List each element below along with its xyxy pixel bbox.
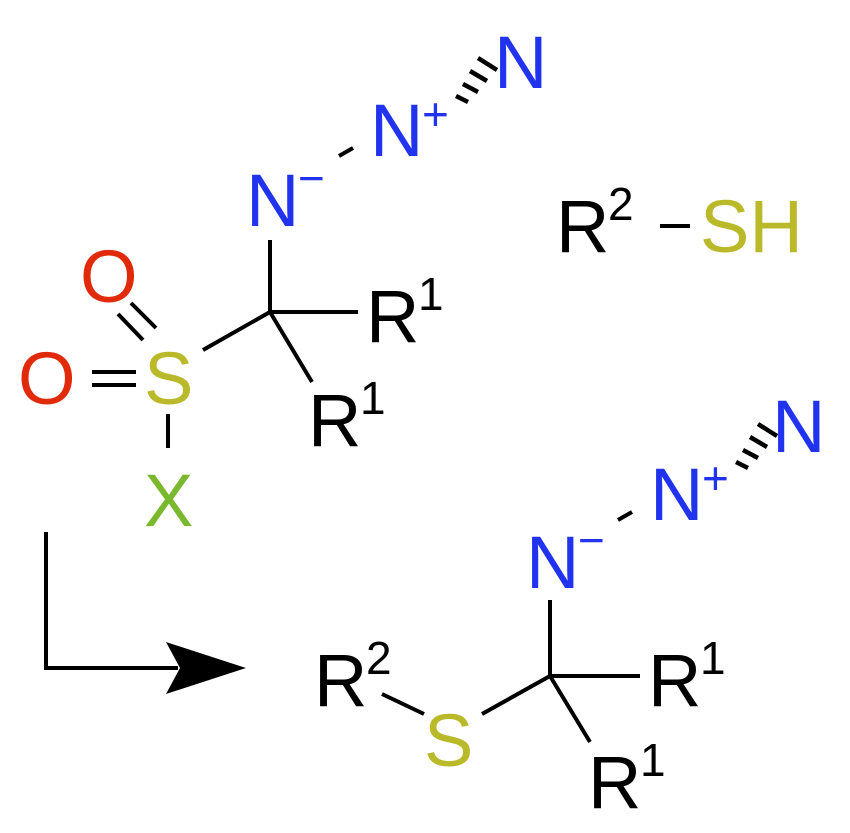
bond-n1-n2-dashed <box>338 146 354 158</box>
atom-oxygen-top: O <box>80 235 138 318</box>
bond-n2-n3-hashed <box>454 56 499 105</box>
product-molecule: R 2 S R 1 R 1 N − N + N <box>314 385 825 824</box>
substituent-r1-lower-sup: 1 <box>360 372 386 424</box>
reagent-thiol: R 2 SH <box>556 178 803 268</box>
substituent-r1-upper: R <box>366 275 419 358</box>
bond-c-s <box>202 310 271 352</box>
product-bond-c-r1-lower <box>548 674 592 744</box>
product-substituent-r1-upper-sup: 1 <box>700 632 726 684</box>
product-substituent-r2: R <box>314 639 367 722</box>
product-bond-c-s <box>481 674 551 716</box>
product-substituent-r2-sup: 2 <box>366 632 392 684</box>
reagent-r2-sup: 2 <box>608 178 634 230</box>
product-substituent-r1-lower: R <box>588 741 641 824</box>
reagent-sh: SH <box>700 185 803 268</box>
bond-s-o-top-a <box>116 312 145 342</box>
atom-azide-n1: N <box>246 159 299 242</box>
product-atom-sulfur: S <box>424 699 473 782</box>
product-atom-azide-n3: N <box>772 385 825 468</box>
product-bond-n2-n3-hashed <box>734 422 779 471</box>
charge-n2-plus: + <box>422 88 449 140</box>
product-bond-r2-s <box>381 692 425 716</box>
substituent-r1-lower: R <box>308 379 361 462</box>
bond-s-o-top-b <box>129 301 158 330</box>
reactant-molecule: O O S X R 1 R 1 N − N + N <box>18 21 547 542</box>
substituent-r1-upper-sup: 1 <box>418 268 444 320</box>
atom-sulfur: S <box>144 337 193 420</box>
bond-c-r1-lower <box>268 310 314 384</box>
arrowhead-icon <box>166 642 246 694</box>
reaction-arrow <box>44 532 246 694</box>
atom-oxygen-left: O <box>18 337 76 420</box>
reagent-r2: R <box>556 185 609 268</box>
product-atom-azide-n2: N <box>650 453 703 536</box>
product-substituent-r1-lower-sup: 1 <box>640 734 666 786</box>
product-charge-n2-plus: + <box>702 452 729 504</box>
atom-azide-n3: N <box>494 21 547 104</box>
charge-n1-minus: − <box>298 152 325 204</box>
product-atom-azide-n1: N <box>526 521 579 604</box>
arrow-shaft <box>44 532 178 670</box>
atom-leaving-group-x: X <box>144 459 193 542</box>
product-substituent-r1-upper: R <box>648 639 701 722</box>
atom-azide-n2: N <box>370 89 423 172</box>
product-bond-n1-n2-dashed <box>617 510 633 522</box>
product-charge-n1-minus: − <box>578 514 605 566</box>
